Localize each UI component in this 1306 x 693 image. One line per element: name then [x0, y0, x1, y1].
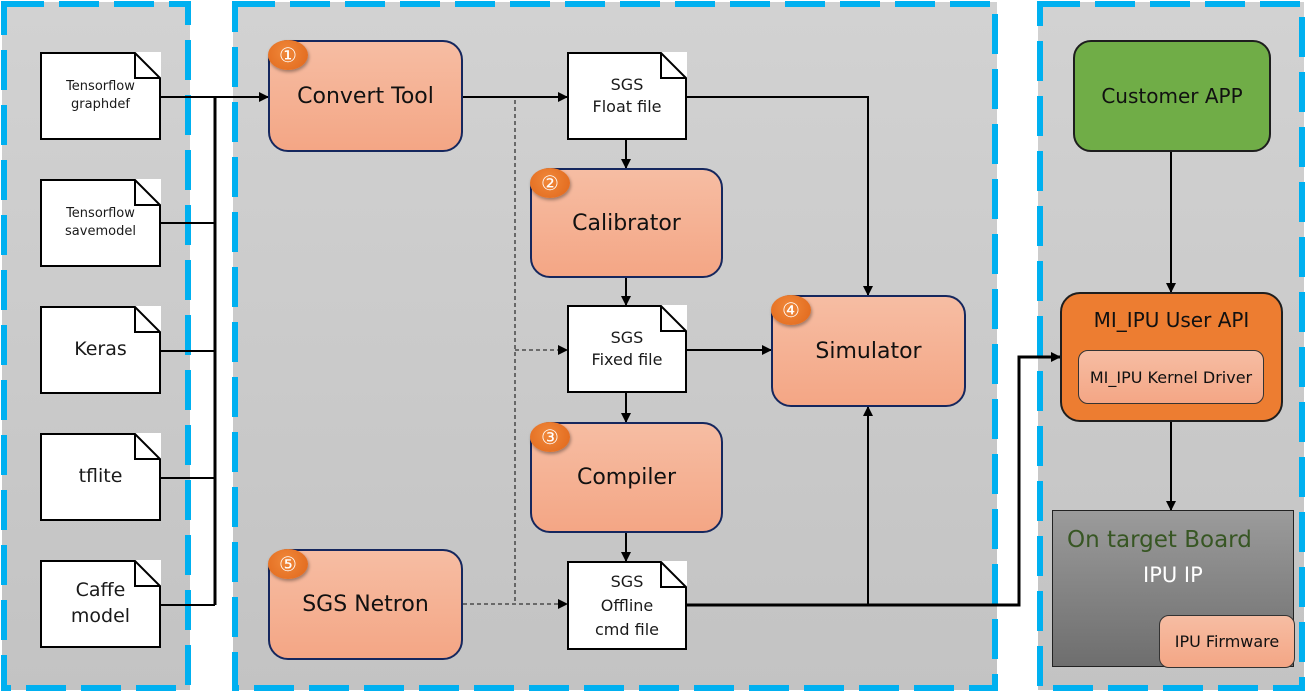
customer-app-box: Customer APP: [1073, 40, 1271, 152]
step-1-badge: ①: [268, 40, 308, 70]
board-title: On target Board: [1067, 527, 1252, 553]
ipu-firmware-box: IPU Firmware: [1159, 615, 1295, 668]
input-keras: Keras: [40, 306, 161, 394]
target-board-box: On target Board IPU IP IPU Firmware: [1052, 510, 1295, 668]
calibrator-box: Calibrator: [530, 168, 723, 278]
doc-label: Tensorflow savemodel: [65, 206, 136, 239]
doc-label: SGS Float file: [592, 75, 662, 116]
ipu-ip-label: IPU IP: [1143, 563, 1203, 587]
convert-tool-label: Convert Tool: [297, 83, 434, 109]
customer-app-label: Customer APP: [1101, 84, 1243, 108]
doc-label: tflite: [78, 465, 123, 488]
compiler-label: Compiler: [576, 465, 677, 490]
input-tensorflow-graphdef: Tensorflow graphdef: [40, 52, 161, 140]
step-5-badge: ⑤: [268, 549, 308, 579]
sgs-fixed-file: SGS Fixed file: [567, 305, 687, 393]
doc-label: Tensorflow graphdef: [66, 79, 135, 112]
kernel-driver-box: MI_IPU Kernel Driver: [1078, 350, 1264, 404]
sgs-offline-cmd-file: SGS Offline cmd file: [567, 561, 687, 650]
calibrator-label: Calibrator: [572, 210, 681, 236]
sgs-netron-label: SGS Netron: [302, 592, 429, 617]
step-2-badge: ②: [530, 168, 570, 198]
sgs-float-file: SGS Float file: [567, 52, 687, 140]
user-api-box: MI_IPU User API MI_IPU Kernel Driver: [1060, 292, 1283, 422]
ipu-firmware-label: IPU Firmware: [1174, 632, 1280, 651]
kernel-driver-label: MI_IPU Kernel Driver: [1089, 367, 1253, 387]
input-caffe-model: Caffe model: [40, 560, 161, 648]
simulator-label: Simulator: [815, 338, 922, 364]
simulator-box: Simulator: [771, 295, 966, 407]
doc-label: Caffe model: [70, 579, 131, 627]
user-api-label: MI_IPU User API: [1093, 308, 1250, 332]
input-tflite: tflite: [40, 433, 161, 521]
doc-label: Keras: [74, 338, 127, 361]
sgs-netron-box: SGS Netron: [268, 549, 463, 660]
step-4-badge: ④: [771, 295, 811, 325]
input-tensorflow-savemodel: Tensorflow savemodel: [40, 179, 161, 267]
doc-label: SGS Offline cmd file: [595, 571, 659, 639]
step-3-badge: ③: [530, 422, 570, 452]
doc-label: SGS Fixed file: [591, 328, 663, 369]
